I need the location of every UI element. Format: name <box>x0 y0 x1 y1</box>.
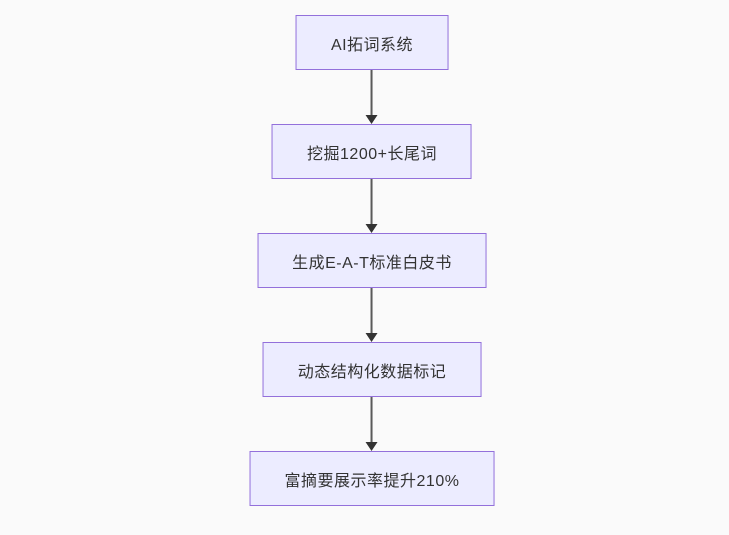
node-label: AI拓词系统 <box>330 36 414 54</box>
arrowhead-down-icon <box>366 333 378 342</box>
edge-line <box>371 288 373 334</box>
flowchart-edge-2 <box>366 179 378 233</box>
edge-line <box>371 179 373 225</box>
edge-line <box>371 70 373 116</box>
edge-line <box>371 397 373 443</box>
flowchart-edge-3 <box>366 288 378 342</box>
node-label: 生成E-A-T标准白皮书 <box>292 254 452 272</box>
flowchart-node-eat-whitepaper: 生成E-A-T标准白皮书 <box>257 233 487 288</box>
arrowhead-down-icon <box>366 115 378 124</box>
node-label: 富摘要展示率提升210% <box>284 472 460 490</box>
node-label: 动态结构化数据标记 <box>297 363 447 381</box>
flowchart-node-longtail-keywords: 挖掘1200+长尾词 <box>272 124 472 179</box>
arrowhead-down-icon <box>366 224 378 233</box>
flowchart-node-structured-data: 动态结构化数据标记 <box>262 342 482 397</box>
flowchart-node-ai-system: AI拓词系统 <box>295 15 449 70</box>
arrowhead-down-icon <box>366 442 378 451</box>
flowchart-column: AI拓词系统 挖掘1200+长尾词 生成E-A-T标准白皮书 动态结构化数据标记 <box>249 15 495 506</box>
node-label: 挖掘1200+长尾词 <box>307 145 437 163</box>
flowchart-node-rich-snippet-rate: 富摘要展示率提升210% <box>249 451 495 506</box>
flowchart-edge-4 <box>366 397 378 451</box>
flowchart-edge-1 <box>366 70 378 124</box>
